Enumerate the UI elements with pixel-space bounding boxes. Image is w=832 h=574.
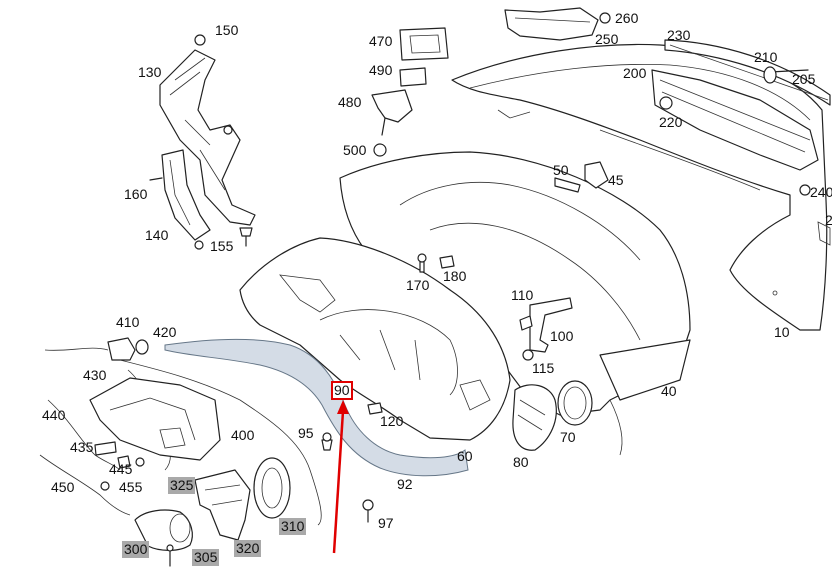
label-320: 320	[234, 540, 262, 557]
label-205: 205	[792, 71, 816, 87]
label-200: 200	[623, 65, 647, 81]
bumper-lower-center	[339, 151, 691, 456]
sensors-435-455	[94, 441, 145, 491]
ring-310	[253, 457, 291, 519]
label-180: 180	[443, 268, 467, 284]
bracket-130	[159, 34, 256, 226]
label-45: 45	[608, 172, 624, 188]
label-440: 440	[42, 407, 66, 423]
label-435: 435	[70, 439, 94, 455]
label-300: 300	[122, 541, 150, 558]
label-455: 455	[119, 479, 143, 495]
label-100: 100	[550, 328, 574, 344]
label-430: 430	[83, 367, 107, 383]
label-490: 490	[369, 62, 393, 78]
label-90-highlighted: 90	[331, 381, 353, 400]
cover-strip-230	[664, 39, 831, 106]
small-clips	[367, 253, 534, 415]
small-fasteners-top	[659, 66, 811, 196]
label-445: 445	[109, 461, 133, 477]
trim-part-90	[164, 338, 469, 477]
label-70: 70	[560, 429, 576, 445]
label-92: 92	[397, 476, 413, 492]
absorber-bracket-200	[651, 69, 819, 171]
bracket-100-110	[519, 297, 573, 353]
bracket-320-325	[194, 469, 251, 541]
label-80: 80	[513, 454, 529, 470]
label-210: 210	[754, 49, 778, 65]
label-60: 60	[457, 448, 473, 464]
sensor-bracket-470-500	[371, 27, 449, 157]
highlight-arrow	[332, 400, 349, 554]
label-115: 115	[532, 360, 555, 376]
screw-305	[166, 544, 174, 567]
label-305: 305	[192, 549, 220, 566]
label-400: 400	[231, 427, 255, 443]
label-110: 110	[511, 287, 534, 303]
label-410: 410	[116, 314, 140, 330]
label-480: 480	[338, 94, 362, 110]
label-220: 220	[659, 114, 683, 130]
label-325: 325	[168, 477, 196, 494]
reflector-50-45	[554, 161, 609, 193]
label-155: 155	[210, 238, 234, 254]
fasteners-95-97	[321, 432, 374, 523]
label-40: 40	[661, 383, 677, 399]
label-230: 230	[667, 27, 691, 43]
label-450: 450	[51, 479, 75, 495]
bracket-430	[89, 377, 221, 461]
label-420: 420	[153, 324, 177, 340]
label-2: 2	[825, 212, 832, 228]
support-250	[504, 7, 611, 41]
label-240: 240	[810, 184, 832, 200]
diffuser-60	[239, 237, 511, 441]
label-50: 50	[553, 162, 569, 178]
label-470: 470	[369, 33, 393, 49]
tailpipe-70-80	[512, 380, 593, 451]
label-140: 140	[145, 227, 169, 243]
label-97: 97	[378, 515, 394, 531]
label-310: 310	[279, 518, 307, 535]
label-10: 10	[774, 324, 790, 340]
label-170: 170	[406, 277, 430, 293]
label-160: 160	[124, 186, 148, 202]
label-150: 150	[215, 22, 239, 38]
label-120: 120	[380, 413, 404, 429]
label-250: 250	[595, 31, 619, 47]
label-260: 260	[615, 10, 639, 26]
sensor-410-420	[107, 337, 149, 361]
screws-155-160	[149, 177, 253, 250]
bracket-140	[161, 149, 211, 241]
label-95: 95	[298, 425, 314, 441]
label-130: 130	[138, 64, 162, 80]
label-500: 500	[343, 142, 367, 158]
exhaust-trim-300	[134, 509, 193, 551]
